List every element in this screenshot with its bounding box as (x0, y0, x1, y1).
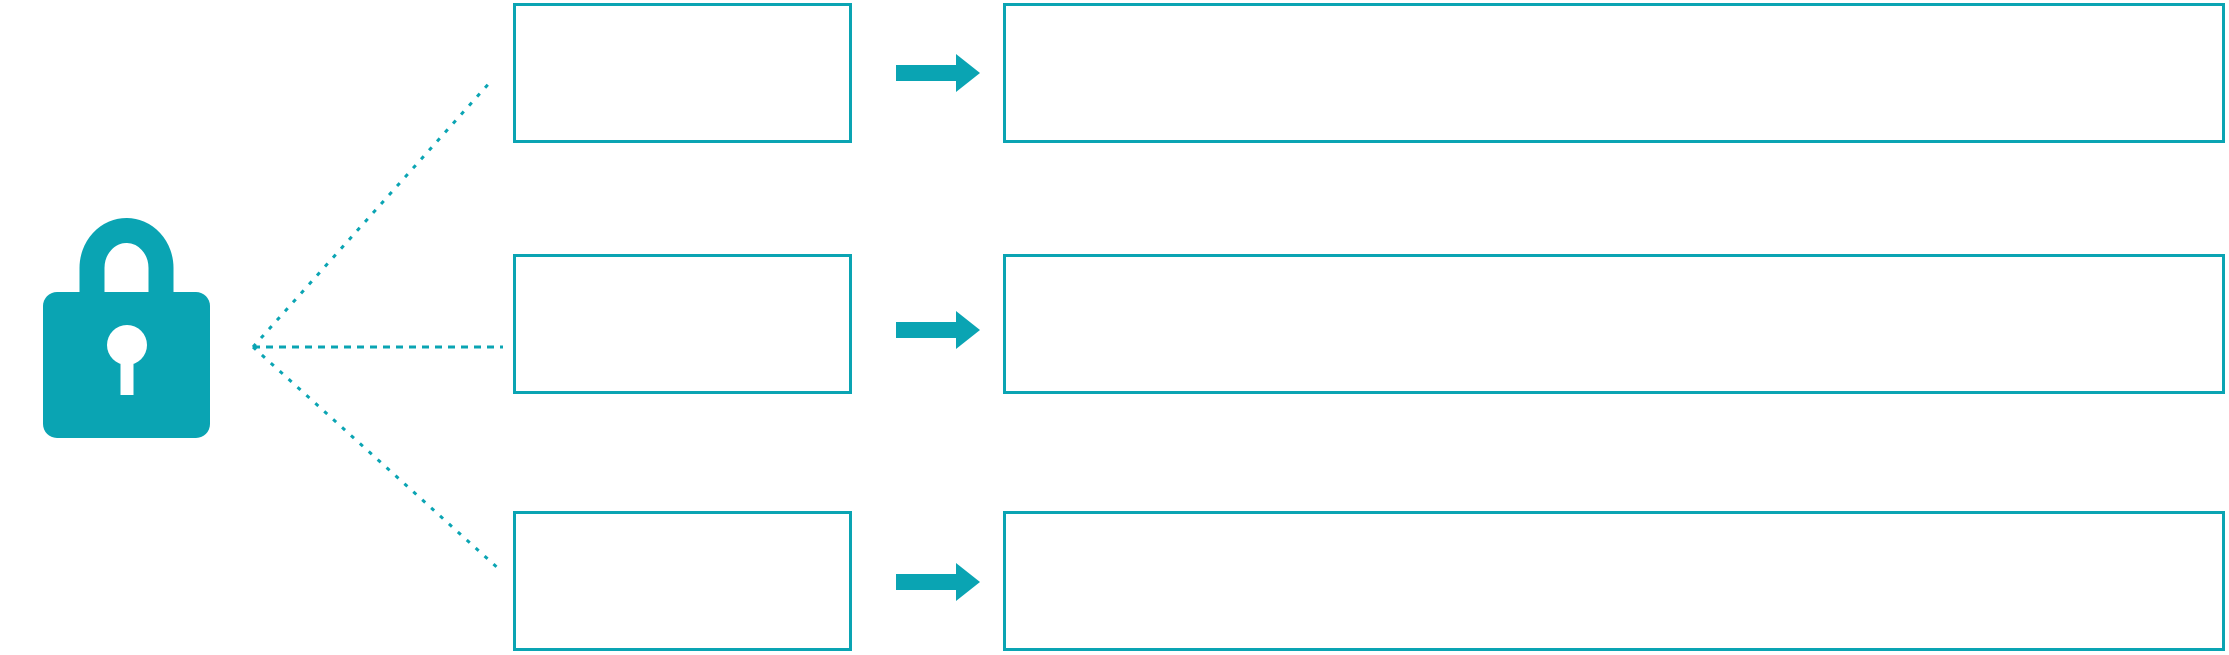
right-arrow-icon (896, 311, 980, 349)
connector-line-top (251, 78, 494, 349)
lock-icon-svg (43, 218, 210, 438)
right-arrow-shape (896, 54, 980, 92)
key-box-2 (513, 254, 852, 394)
lock-shackle (79, 218, 174, 300)
detail-box-2 (1003, 254, 2225, 394)
detail-box-3 (1003, 511, 2225, 651)
right-arrow-icon (896, 563, 980, 601)
right-arrow-icon (896, 54, 980, 92)
connector-line-bottom (251, 345, 502, 572)
lock-icon (43, 218, 210, 438)
key-box-3 (513, 511, 852, 651)
key-box-1 (513, 3, 852, 143)
right-arrow-shape (896, 563, 980, 601)
lock-keyhole-stem (120, 345, 134, 395)
detail-box-1 (1003, 3, 2225, 143)
right-arrow-shape (896, 311, 980, 349)
